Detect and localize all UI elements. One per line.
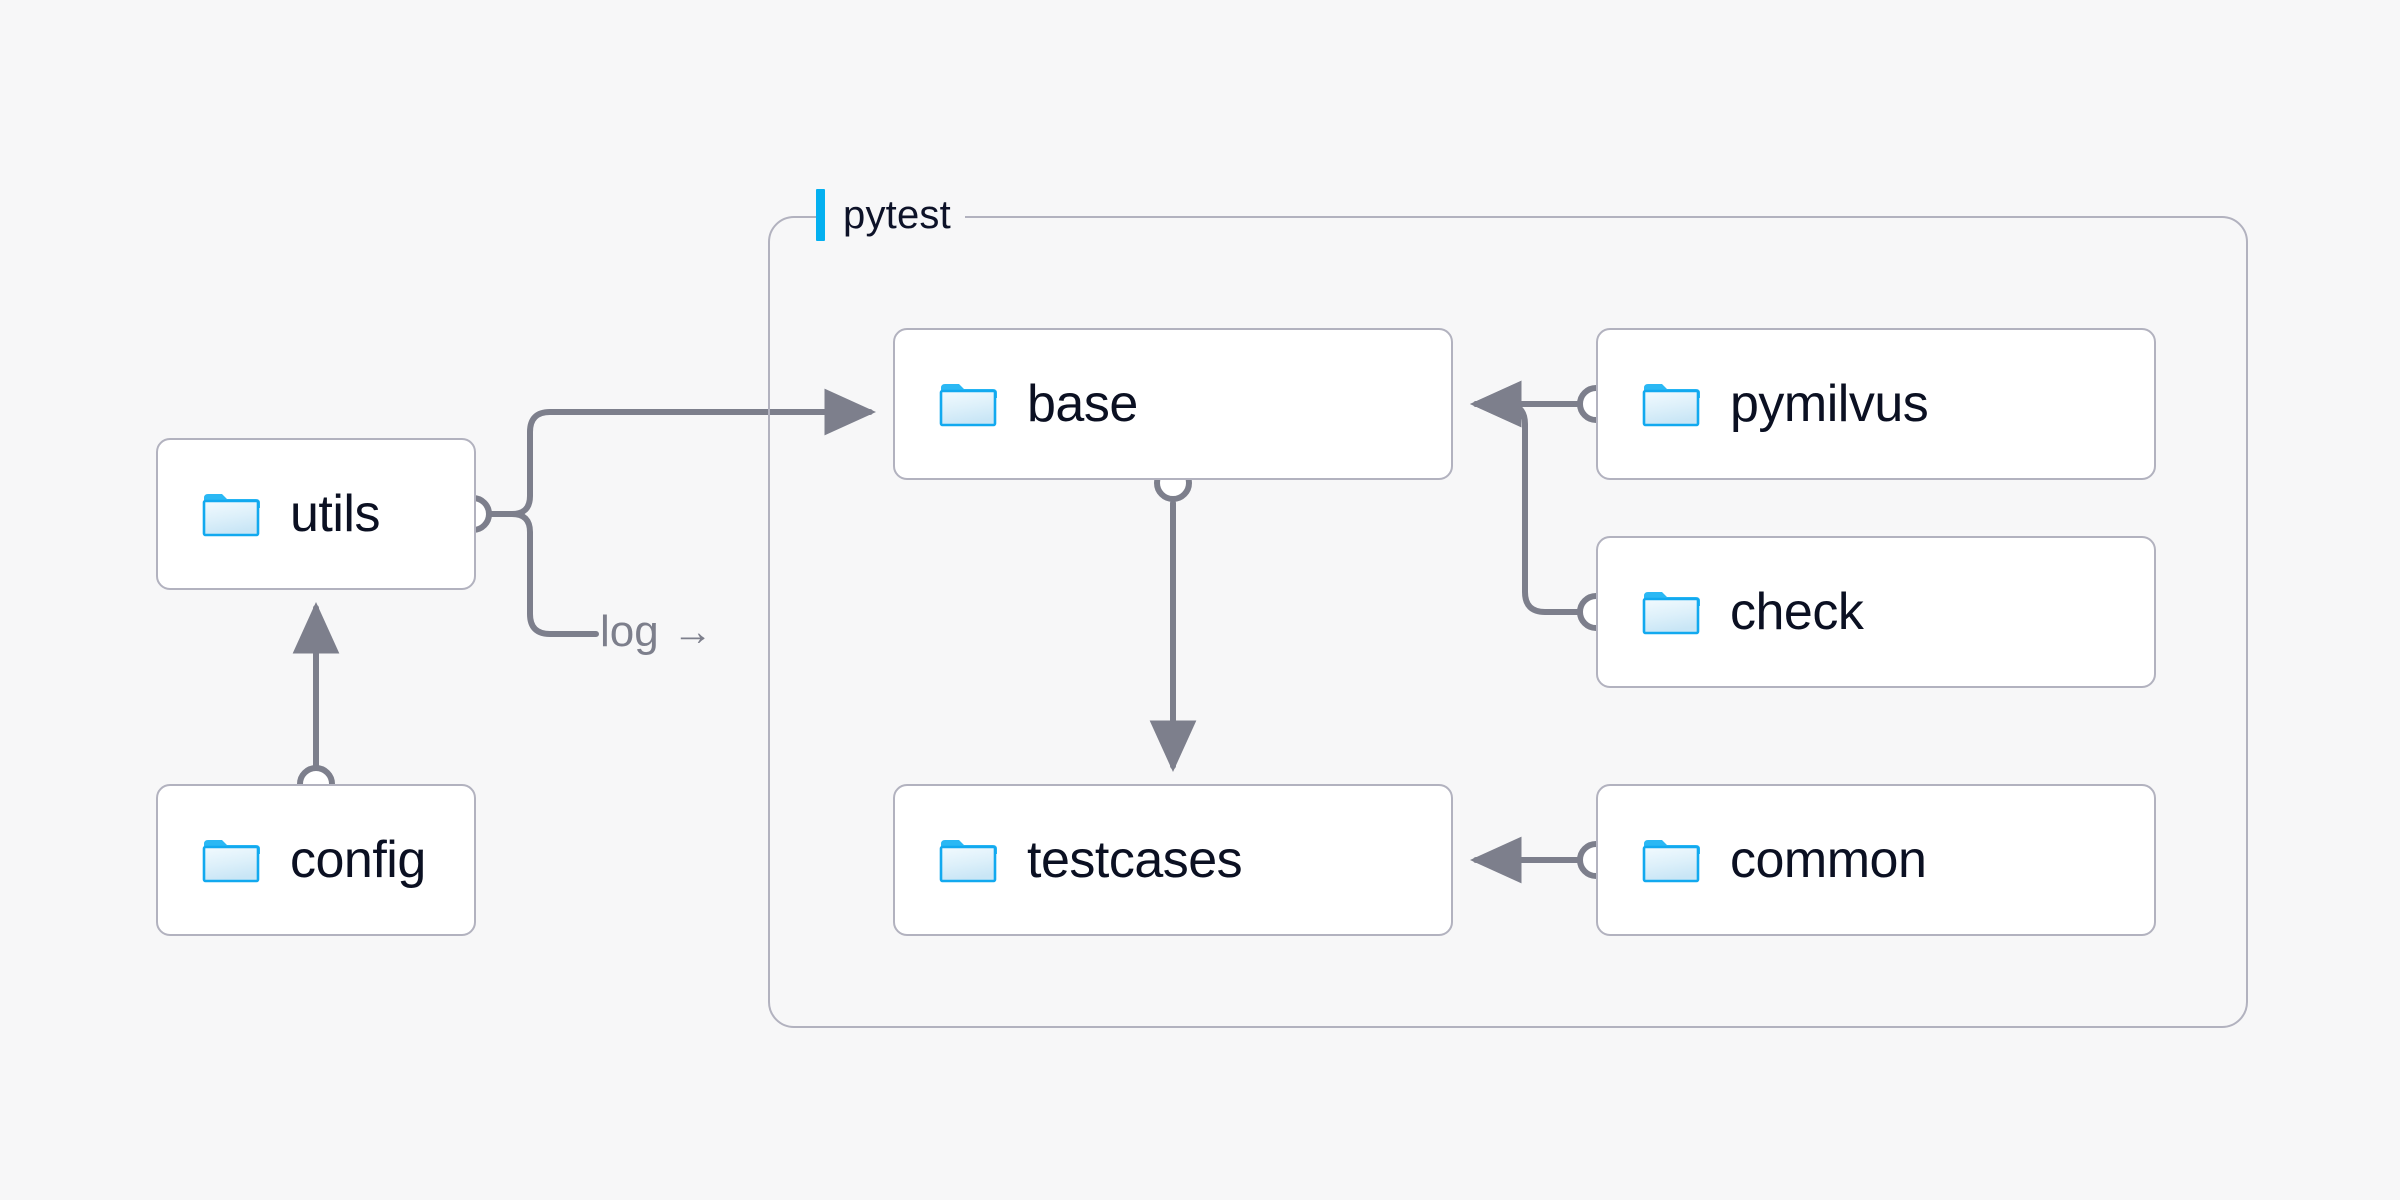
pytest-group-label: pytest (816, 189, 965, 241)
node-label: utils (290, 485, 380, 543)
folder-icon (202, 494, 260, 537)
folder-icon (939, 840, 997, 883)
edge-utils-to-log (486, 511, 599, 637)
node-testcases[interactable]: testcases (893, 784, 1453, 936)
folder-icon (1642, 592, 1700, 635)
folder-icon (939, 384, 997, 427)
node-label: pymilvus (1730, 375, 1929, 433)
node-label: testcases (1027, 831, 1243, 889)
folder-icon (1642, 384, 1700, 427)
node-check[interactable]: check (1596, 536, 2156, 688)
node-config[interactable]: config (156, 784, 476, 936)
node-common[interactable]: common (1596, 784, 2156, 936)
pytest-group-container[interactable] (768, 216, 2248, 1028)
folder-icon (1642, 840, 1700, 883)
edge-label-log: log → (600, 610, 713, 654)
node-utils[interactable]: utils (156, 438, 476, 590)
arrow-right-icon: → (672, 610, 713, 654)
node-base[interactable]: base (893, 328, 1453, 480)
edge-label-log-text: log (600, 607, 659, 656)
node-label: base (1027, 375, 1138, 433)
node-pymilvus[interactable]: pymilvus (1596, 328, 2156, 480)
node-label: check (1730, 583, 1864, 641)
group-label-text: pytest (843, 192, 951, 237)
node-label: common (1730, 831, 1927, 889)
group-accent-bar (816, 189, 825, 241)
folder-icon (202, 840, 260, 883)
node-label: config (290, 831, 426, 889)
